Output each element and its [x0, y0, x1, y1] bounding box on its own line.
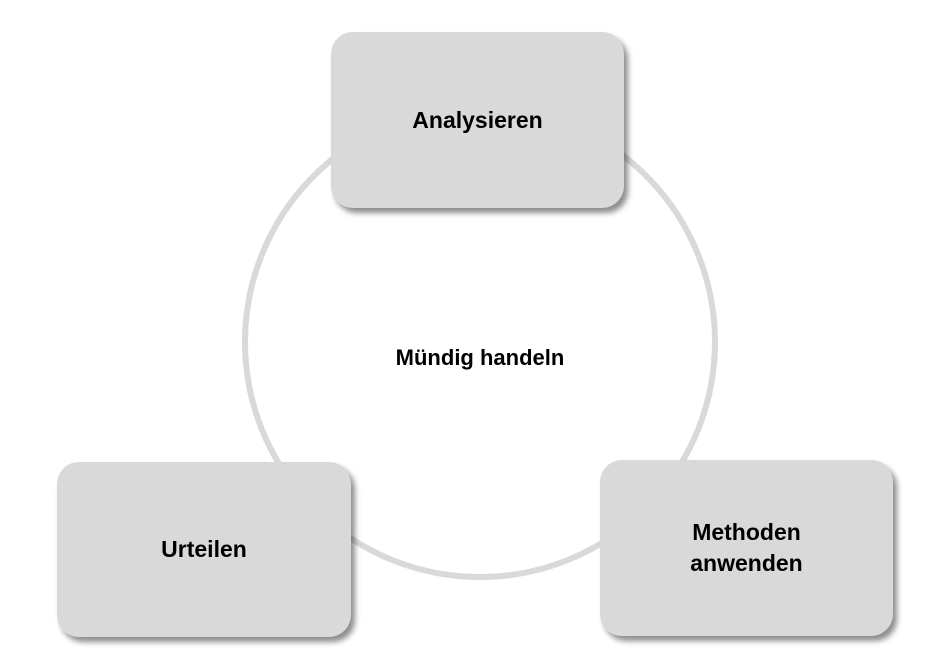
node-methoden-anwenden-line-2: anwenden	[690, 550, 803, 576]
center-label: Mündig handeln	[395, 345, 565, 370]
node-methoden-anwenden: Methoden anwenden	[600, 460, 893, 636]
node-analysieren: Analysieren	[331, 32, 624, 208]
node-analysieren-label: Analysieren	[412, 106, 543, 133]
node-methoden-anwenden-label: Methoden anwenden	[690, 517, 802, 579]
node-urteilen: Urteilen	[57, 462, 351, 637]
node-urteilen-label: Urteilen	[161, 536, 247, 562]
node-methoden-anwenden-line-1: Methoden	[692, 519, 801, 545]
